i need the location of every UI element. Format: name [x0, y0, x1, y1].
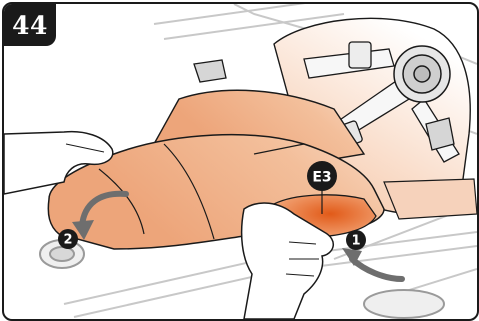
- side-panel: [384, 179, 477, 219]
- e3-callout-label: E3: [312, 170, 331, 186]
- arrow-icon: [352, 259, 402, 279]
- assembly-illustration: E3 1 2: [4, 4, 477, 319]
- buckle-icon: [394, 46, 450, 102]
- step-two-label: 2: [63, 233, 72, 248]
- step-one-label: 1: [351, 234, 360, 249]
- step-number: 44: [4, 4, 56, 46]
